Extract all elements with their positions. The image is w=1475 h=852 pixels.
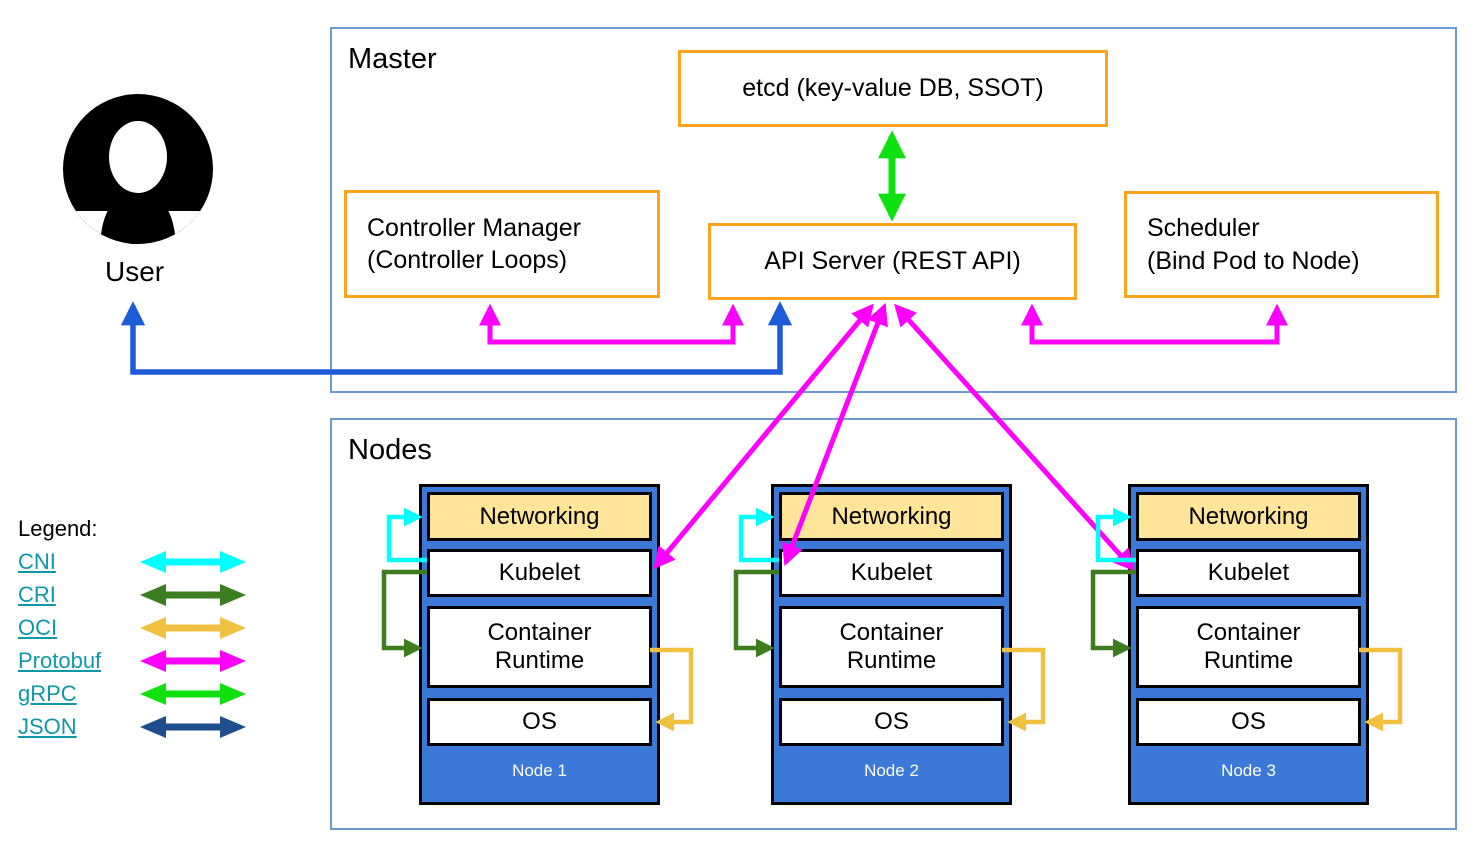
legend-row-cni: CNI bbox=[18, 545, 246, 578]
layer-label: Networking bbox=[1188, 502, 1309, 530]
legend-link-json[interactable]: JSON bbox=[18, 713, 77, 739]
node-3-networking-layer: Networking bbox=[1136, 492, 1361, 541]
json-arrow-icon bbox=[140, 715, 246, 738]
node-1: Networking Kubelet Container Runtime OS … bbox=[419, 484, 660, 805]
api-server-box: API Server (REST API) bbox=[708, 223, 1077, 300]
layer-label: OS bbox=[522, 708, 557, 736]
layer-label: OS bbox=[1231, 708, 1266, 736]
node-3: Networking Kubelet Container Runtime OS … bbox=[1128, 484, 1369, 805]
legend-row-oci: OCI bbox=[18, 611, 246, 644]
node-1-networking-layer: Networking bbox=[427, 492, 652, 541]
controller-manager-sublabel: (Controller Loops) bbox=[367, 246, 568, 274]
node-1-kubelet-layer: Kubelet bbox=[427, 549, 652, 597]
node-3-os-layer: OS bbox=[1136, 698, 1361, 746]
legend-link-oci[interactable]: OCI bbox=[18, 614, 58, 640]
legend-row-grpc: gRPC bbox=[18, 677, 246, 710]
etcd-label: etcd (key-value DB, SSOT) bbox=[742, 74, 1044, 103]
legend-row-json: JSON bbox=[18, 710, 246, 743]
node-3-label: Node 3 bbox=[1221, 761, 1276, 780]
legend-link-grpc[interactable]: gRPC bbox=[18, 680, 77, 706]
node-2-kubelet-layer: Kubelet bbox=[779, 549, 1004, 597]
legend-link-protobuf[interactable]: Protobuf bbox=[18, 647, 102, 673]
etcd-box: etcd (key-value DB, SSOT) bbox=[678, 50, 1108, 127]
layer-label: Container Runtime bbox=[1196, 619, 1301, 674]
user-icon bbox=[63, 94, 213, 244]
cri-arrow-icon bbox=[140, 583, 246, 606]
node-3-container-runtime-layer: Container Runtime bbox=[1136, 606, 1361, 688]
nodes-title: Nodes bbox=[348, 434, 432, 466]
layer-label: Networking bbox=[479, 502, 600, 530]
legend-link-cni[interactable]: CNI bbox=[18, 548, 56, 574]
layer-label: Kubelet bbox=[850, 559, 933, 587]
node-3-kubelet-layer: Kubelet bbox=[1136, 549, 1361, 597]
node-2-networking-layer: Networking bbox=[779, 492, 1004, 541]
legend-title: Legend: bbox=[18, 516, 98, 541]
legend-row-cri: CRI bbox=[18, 578, 246, 611]
layer-label: OS bbox=[874, 708, 909, 736]
node-2-container-runtime-layer: Container Runtime bbox=[779, 606, 1004, 688]
controller-manager-box: Controller Manager (Controller Loops) bbox=[344, 190, 660, 298]
layer-label: Container Runtime bbox=[839, 619, 944, 674]
api-server-label: API Server (REST API) bbox=[764, 247, 1021, 276]
legend: Legend: CNI CRI OCI Protobuf gRPC JSON bbox=[18, 512, 246, 743]
scheduler-sublabel: (Bind Pod to Node) bbox=[1147, 246, 1360, 275]
legend-row-protobuf: Protobuf bbox=[18, 644, 246, 677]
layer-label: Networking bbox=[831, 502, 952, 530]
node-1-os-layer: OS bbox=[427, 698, 652, 746]
cni-arrow-icon bbox=[140, 550, 246, 573]
node-2: Networking Kubelet Container Runtime OS … bbox=[771, 484, 1012, 805]
grpc-arrow-icon bbox=[140, 682, 246, 705]
controller-manager-label: Controller Manager bbox=[367, 213, 581, 242]
layer-label: Container Runtime bbox=[487, 619, 592, 674]
scheduler-box: Scheduler (Bind Pod to Node) bbox=[1124, 191, 1439, 298]
node-1-container-runtime-layer: Container Runtime bbox=[427, 606, 652, 688]
node-2-label: Node 2 bbox=[864, 761, 919, 780]
oci-arrow-icon bbox=[140, 616, 246, 639]
layer-label: Kubelet bbox=[1207, 559, 1290, 587]
node-1-label: Node 1 bbox=[512, 761, 567, 780]
legend-link-cri[interactable]: CRI bbox=[18, 581, 56, 607]
scheduler-label: Scheduler bbox=[1147, 214, 1260, 242]
node-2-os-layer: OS bbox=[779, 698, 1004, 746]
layer-label: Kubelet bbox=[498, 559, 581, 587]
master-title: Master bbox=[348, 43, 437, 75]
protobuf-arrow-icon bbox=[140, 649, 246, 672]
user-label: User bbox=[105, 256, 165, 287]
